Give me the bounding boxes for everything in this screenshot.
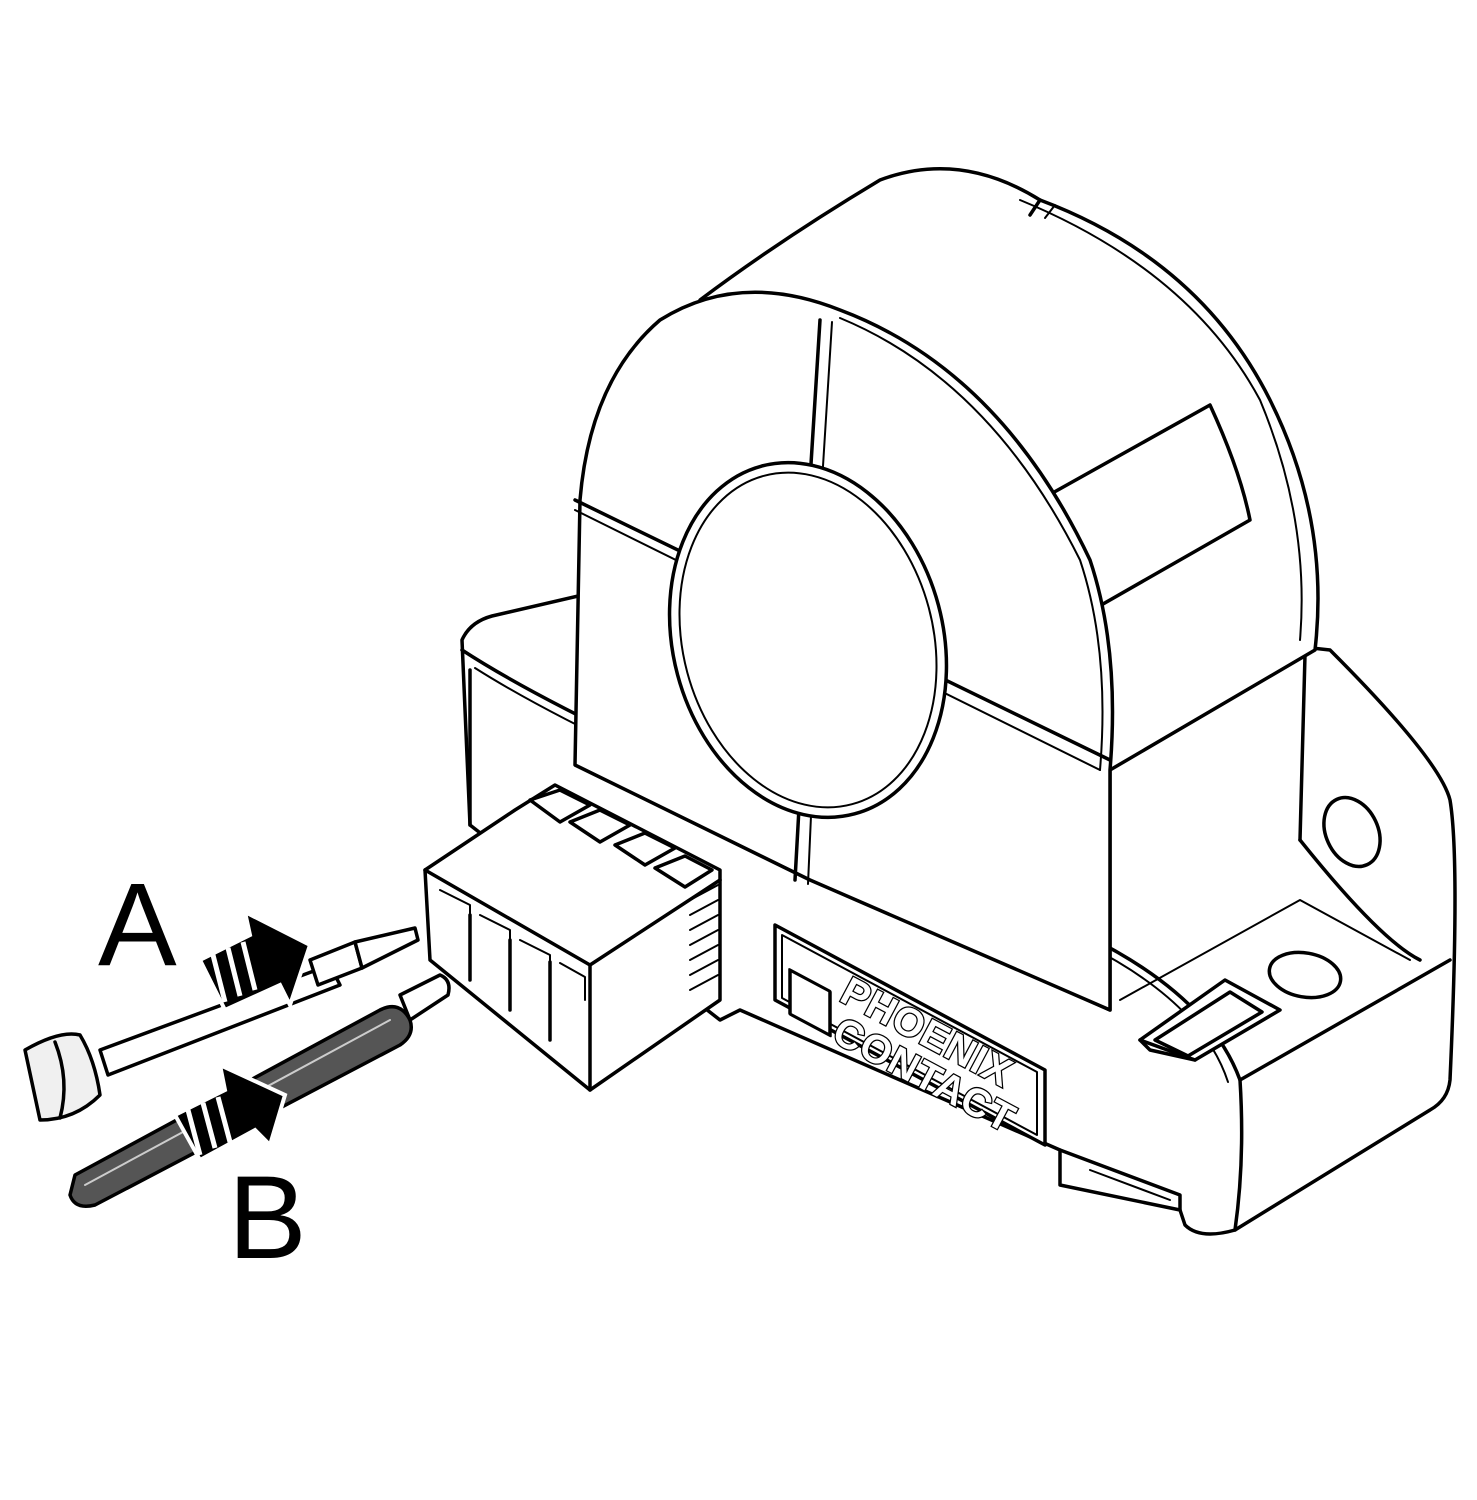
mounting-hole [1322, 795, 1382, 869]
insert-arrow-b-icon [172, 1061, 288, 1163]
logo-emblem [788, 968, 832, 1038]
screwdriver [23, 926, 420, 1122]
latch-tab [1138, 978, 1282, 1062]
mounting-hole [1267, 950, 1343, 1000]
ring-aperture [667, 460, 949, 820]
insert-arrow-a-icon [197, 908, 313, 1013]
terminal-connector-plug [423, 783, 722, 1092]
callout-b: B [228, 1152, 307, 1284]
callout-a: A [98, 859, 177, 991]
